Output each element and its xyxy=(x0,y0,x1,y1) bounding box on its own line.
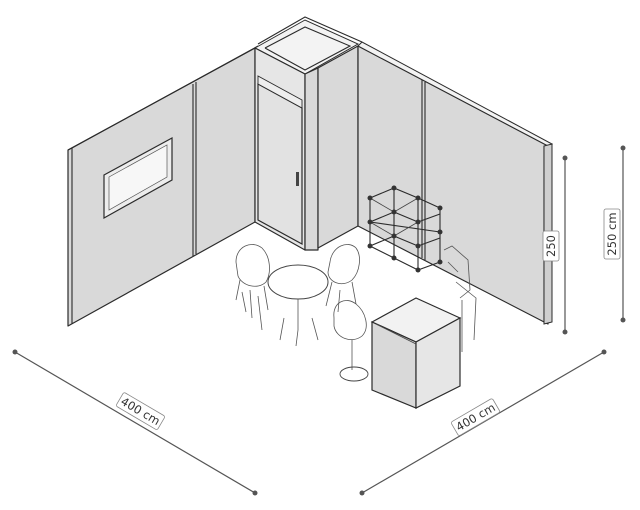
right-wall xyxy=(357,41,554,325)
dimension-wall-height: 250 xyxy=(542,155,568,335)
bar-stool xyxy=(333,300,369,382)
chair-right xyxy=(325,244,360,313)
dimension-wall-height-label: 250 xyxy=(544,235,558,257)
dimension-left-width: 400 cm xyxy=(12,349,258,496)
chair-left xyxy=(235,244,270,331)
door-handle-icon xyxy=(296,172,299,186)
dimension-total-height-label: 250 cm xyxy=(605,212,619,255)
chair-wall xyxy=(443,245,477,352)
dimension-total-height: 250 cm xyxy=(603,145,626,323)
tv-screen xyxy=(103,136,173,220)
left-wall xyxy=(67,45,259,327)
cube-shelf xyxy=(367,185,443,273)
round-table xyxy=(267,264,329,347)
counter xyxy=(370,297,462,409)
storage-door xyxy=(257,75,303,246)
